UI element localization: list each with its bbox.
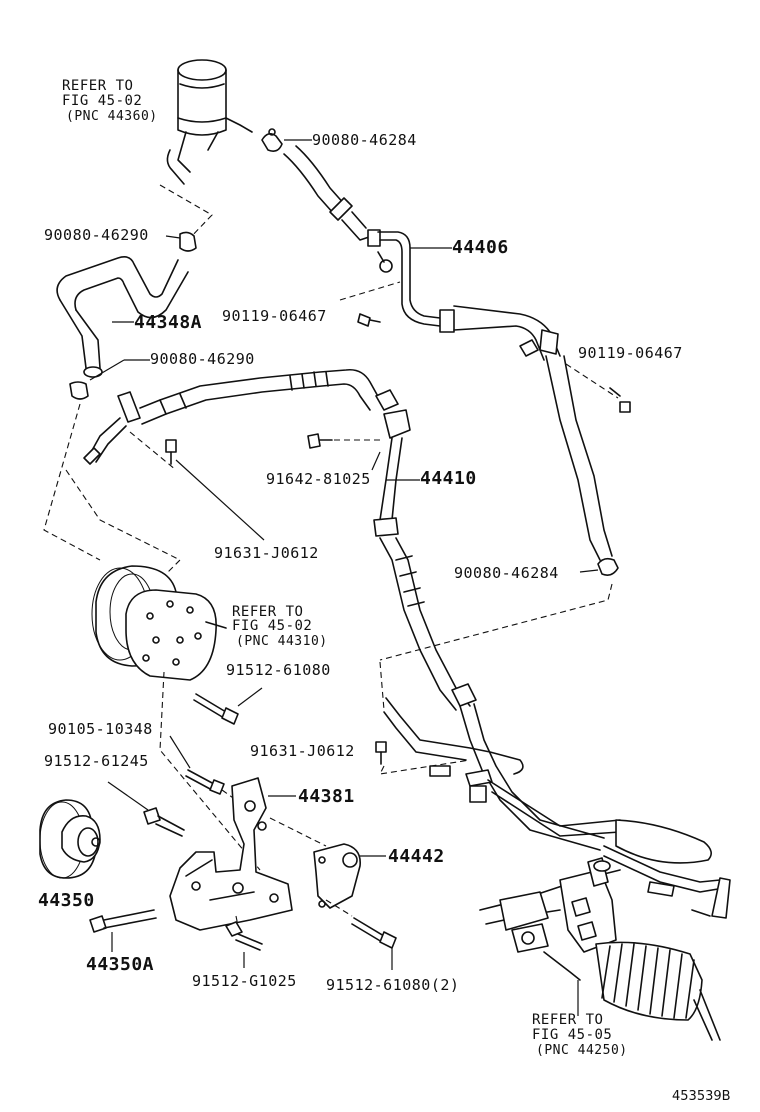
label-90119-06467-center: 90119-06467 <box>222 307 327 325</box>
hose-clamp-icon <box>597 557 619 576</box>
label-44348A: 44348A <box>134 312 202 333</box>
label-44442: 44442 <box>388 846 445 867</box>
idler-pulley <box>39 799 101 879</box>
suction-hose <box>56 256 189 378</box>
label-91642-81025: 91642-81025 <box>266 470 371 488</box>
label-44406: 44406 <box>452 237 509 258</box>
bolt-icon <box>357 313 381 327</box>
label-91631-J0612-lower: 91631-J0612 <box>250 742 355 760</box>
ref-pump-line3: (PNC 44310) <box>236 634 328 649</box>
bolt-icon <box>375 741 387 765</box>
ref-reservoir-line3: (PNC 44360) <box>66 109 158 124</box>
bolt-icon <box>351 917 397 949</box>
label-90080-46284-top: 90080-46284 <box>312 131 417 149</box>
ref-pump-line2: FIG 45-02 <box>232 618 312 634</box>
label-44410: 44410 <box>420 468 477 489</box>
bolt-icon <box>185 769 225 795</box>
label-91512-61245: 91512-61245 <box>44 752 149 770</box>
label-90119-06467-right: 90119-06467 <box>578 344 683 362</box>
label-44350: 44350 <box>38 890 95 911</box>
label-91631-J0612-upper: 91631-J0612 <box>214 544 319 562</box>
ref-gear-line2: FIG 45-05 <box>532 1027 612 1043</box>
label-91512-G1025: 91512-G1025 <box>192 972 297 990</box>
gear-tubes <box>383 697 731 919</box>
label-90080-46284-lower: 90080-46284 <box>454 564 559 582</box>
label-44350A: 44350A <box>86 954 154 975</box>
ref-gear-line1: REFER TO <box>532 1012 603 1028</box>
label-90080-46290-upper: 90080-46290 <box>44 226 149 244</box>
power-steering-pump <box>91 565 227 681</box>
bolt-icon <box>609 387 631 413</box>
ref-pump-line1: REFER TO <box>232 604 303 620</box>
bolt-icon <box>165 439 177 465</box>
bolt-icon <box>143 807 185 837</box>
bolt-icon <box>89 909 157 933</box>
return-hose-upper <box>283 145 561 361</box>
union-bolt-icon <box>307 433 333 449</box>
hose-clamp-icon <box>69 381 89 400</box>
mounting-bracket <box>169 777 293 931</box>
bolt-icon <box>193 693 239 725</box>
ref-reservoir-line2: FIG 45-02 <box>62 93 142 109</box>
label-44381: 44381 <box>298 786 355 807</box>
hose-clamp-icon <box>179 231 197 252</box>
bolt-icon <box>225 921 263 951</box>
label-91512-61080-2: 91512-61080(2) <box>326 976 459 994</box>
figure-code: 453539B <box>672 1089 731 1104</box>
ref-gear-line3: (PNC 44250) <box>536 1043 628 1058</box>
pressure-tube <box>83 368 605 851</box>
label-90105-10348: 90105-10348 <box>48 720 153 738</box>
steering-gear <box>479 857 721 1041</box>
small-bracket <box>313 843 361 909</box>
hose-clamp-icon <box>261 128 283 152</box>
label-90080-46290-mid: 90080-46290 <box>150 350 255 368</box>
return-hose-lower <box>545 355 613 561</box>
ref-reservoir-line1: REFER TO <box>62 78 133 94</box>
label-91512-61080: 91512-61080 <box>226 661 331 679</box>
reservoir-tank <box>166 59 253 185</box>
